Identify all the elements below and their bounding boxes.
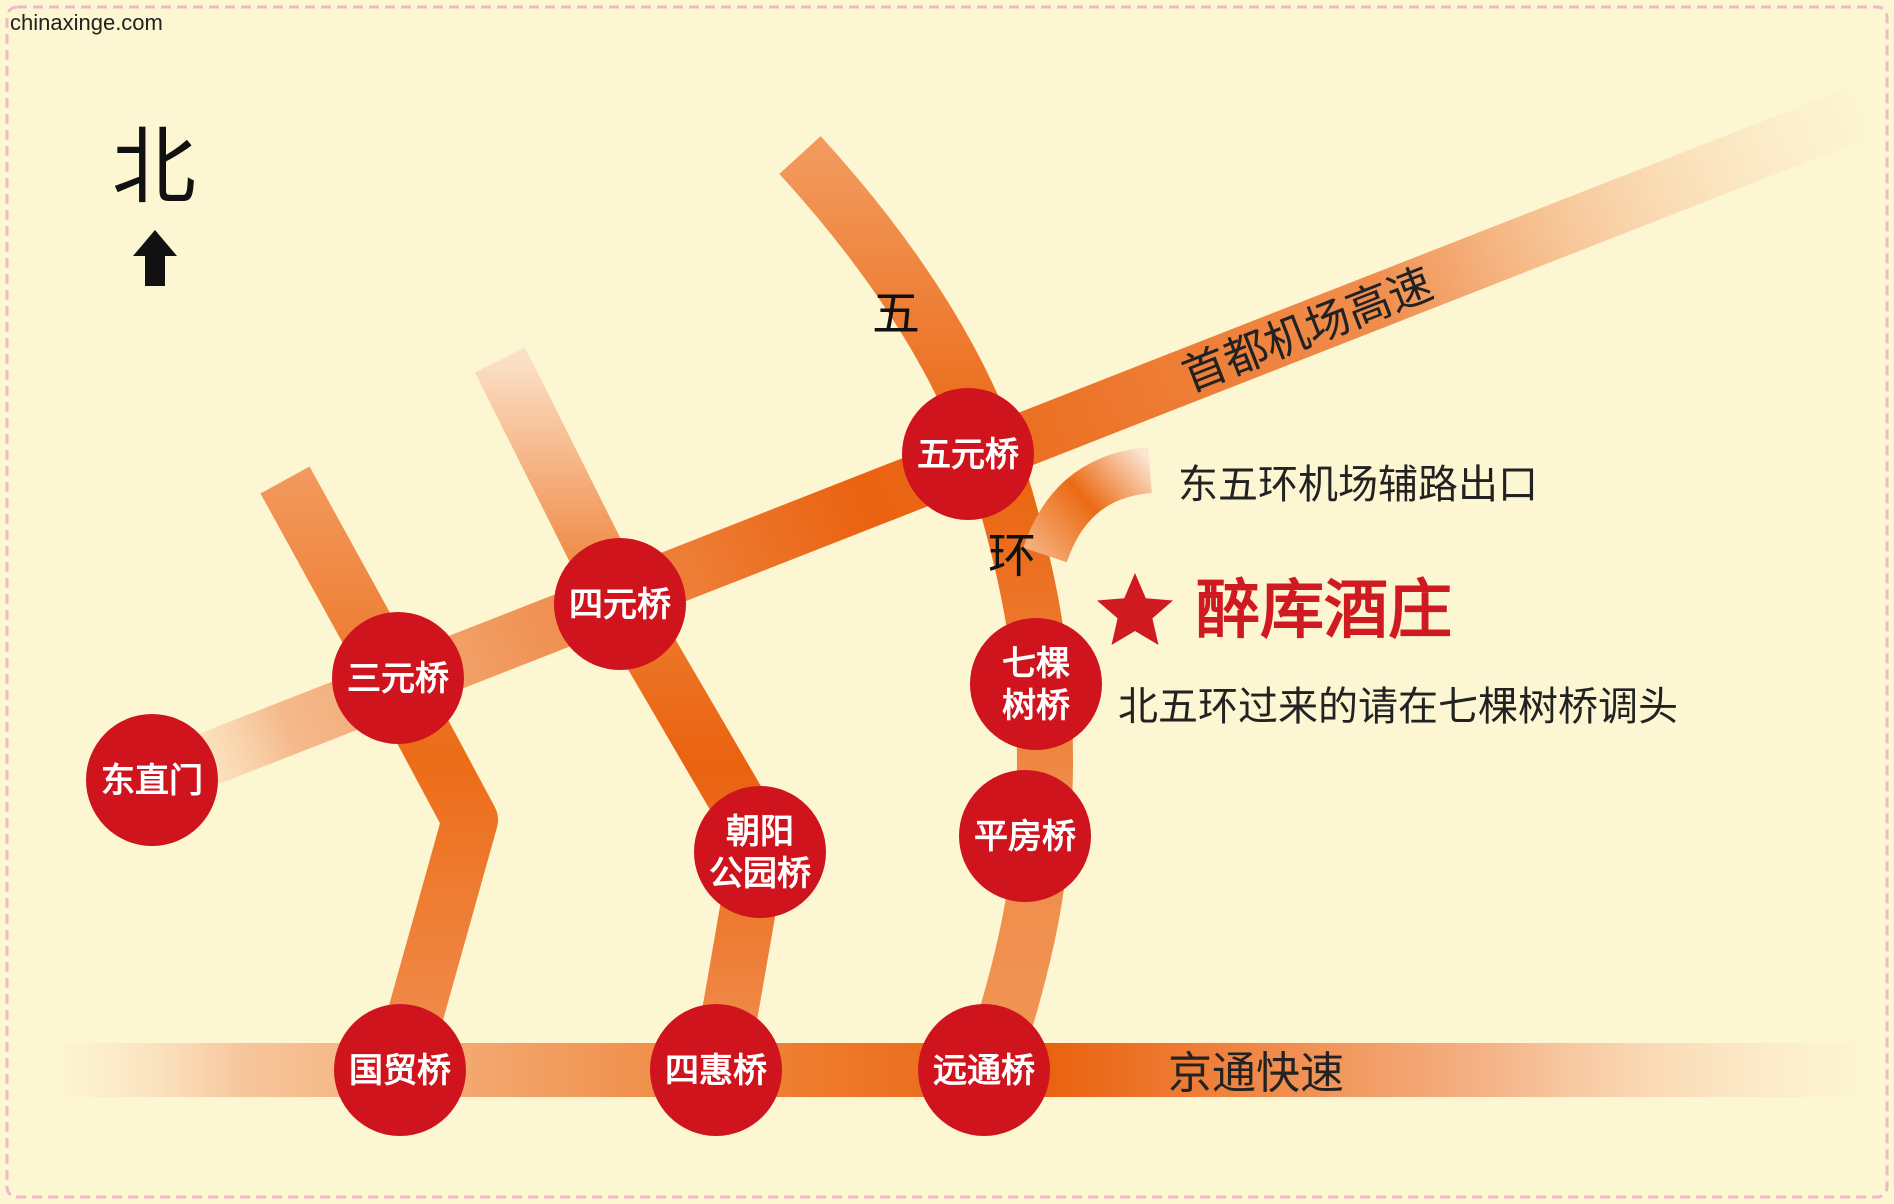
north-label: 北 <box>112 118 196 216</box>
bridge-node-sanyuan: 三元桥 <box>332 612 464 744</box>
bridge-node-circle <box>902 388 1034 520</box>
bridge-node-yuantong: 远通桥 <box>918 1004 1050 1136</box>
bridge-node-label: 四元桥 <box>569 585 671 625</box>
bridge-node-circle <box>970 618 1102 750</box>
bridge-node-label: 平房桥 <box>974 817 1076 857</box>
destination-name: 醉库酒庄 <box>1196 574 1452 648</box>
bridge-node-circle <box>959 770 1091 902</box>
u-turn-note: 北五环过来的请在七棵树桥调头 <box>1118 684 1678 730</box>
bridge-node-circle <box>918 1004 1050 1136</box>
airport-exit-label: 东五环机场辅路出口 <box>1178 462 1538 508</box>
bridge-node-circle <box>650 1004 782 1136</box>
bridge-node-dongzhimen: 东直门 <box>86 714 218 846</box>
watermark: chinaxinge.com <box>10 10 163 35</box>
map-border <box>5 5 1889 1199</box>
bridge-node-circle <box>332 612 464 744</box>
bridge-node-label: 树桥 <box>1002 686 1070 726</box>
fifth-ring-char-2: 环 <box>988 528 1036 584</box>
bridge-node-circle <box>694 786 826 918</box>
road-fifth-ring <box>779 136 1073 1079</box>
bridge-node-circle <box>554 538 686 670</box>
bridge-node-circle <box>86 714 218 846</box>
bridge-node-label: 东直门 <box>101 761 203 801</box>
bridge-node-siyuan: 四元桥 <box>554 538 686 670</box>
bridge-node-label: 五元桥 <box>917 435 1019 475</box>
jingtong-expressway-label: 京通快速 <box>1168 1048 1344 1099</box>
bridge-node-qikeshu: 七棵树桥 <box>970 618 1102 750</box>
bridge-node-pingfang: 平房桥 <box>959 770 1091 902</box>
bridge-node-guomao: 国贸桥 <box>334 1004 466 1136</box>
bridge-node-label: 远通桥 <box>933 1051 1035 1091</box>
bridge-node-circle <box>334 1004 466 1136</box>
bridge-node-label: 七棵 <box>1002 644 1070 684</box>
bridge-node-label: 公园桥 <box>709 854 811 894</box>
bridge-node-label: 三元桥 <box>347 659 449 699</box>
road-fourth-ring <box>474 347 788 1075</box>
bridge-node-wuyuan: 五元桥 <box>902 388 1034 520</box>
road-third-ring <box>260 466 498 1078</box>
road-airport-exit-ramp <box>1023 447 1153 563</box>
up-arrow-icon <box>133 230 177 286</box>
star-icon <box>1097 573 1173 645</box>
bridge-node-label: 国贸桥 <box>349 1051 451 1091</box>
bridge-node-label: 朝阳 <box>726 812 794 852</box>
fifth-ring-char-1: 五 <box>872 286 920 342</box>
bridge-node-label: 四惠桥 <box>665 1051 767 1091</box>
bridge-node-sihui: 四惠桥 <box>650 1004 782 1136</box>
